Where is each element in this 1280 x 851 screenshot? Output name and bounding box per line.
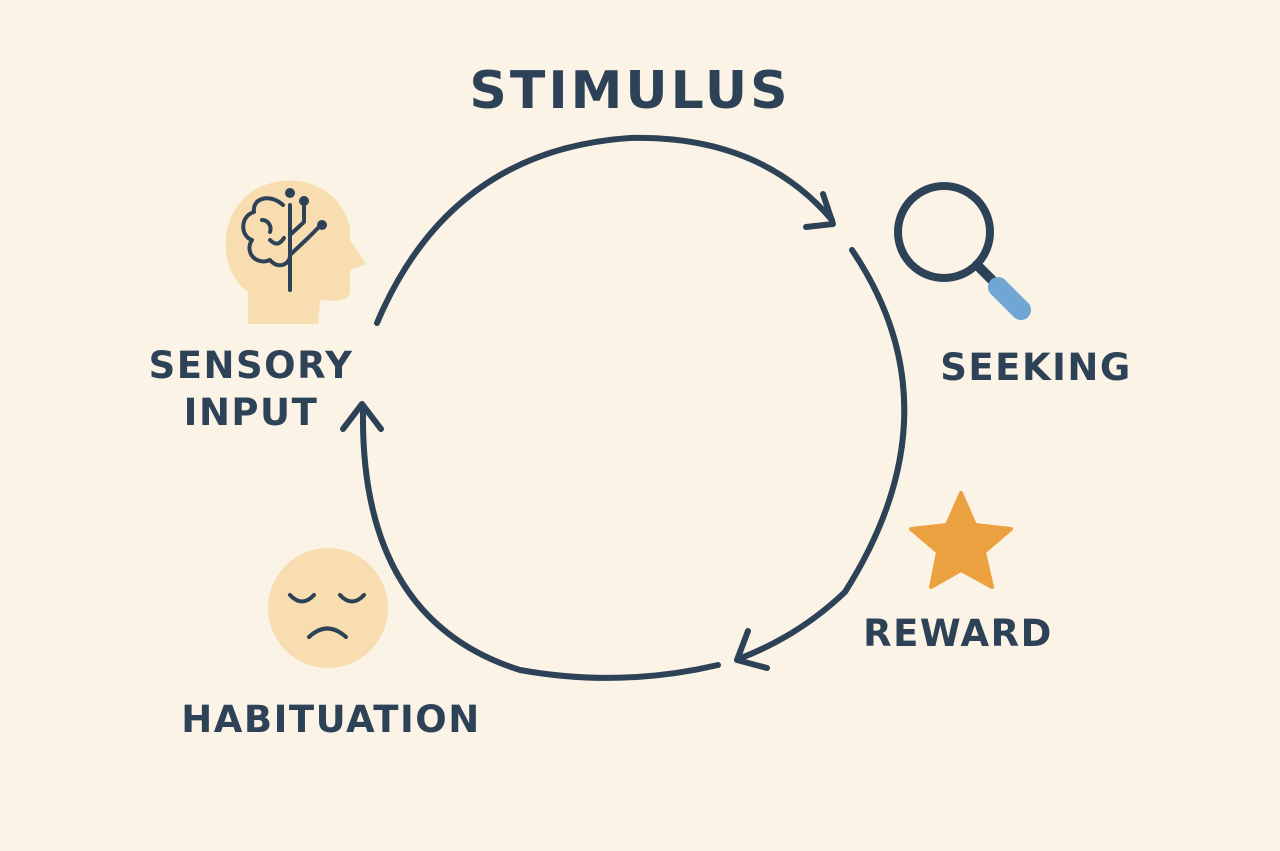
stage-label-habituation: HABITUATION <box>181 698 481 741</box>
arc-seeking-to-reward <box>738 247 908 661</box>
sad-face-icon <box>268 548 388 668</box>
stage-label-seeking: SEEKING <box>940 346 1132 389</box>
arc-reward-to-sensory <box>359 407 721 681</box>
stage-label-sensory-line1: SENSORY <box>148 344 354 387</box>
arrowhead-sensory <box>340 401 384 432</box>
arrowhead-seeking <box>803 191 836 230</box>
stage-label-reward: REWARD <box>863 612 1053 655</box>
head-brain-icon <box>225 180 366 324</box>
stage-label-sensory-line2: INPUT <box>183 391 319 435</box>
star-icon <box>909 491 1013 589</box>
diagram-title: STIMULUS <box>469 61 791 121</box>
stage-label-sensory-input: SENSORY INPUT <box>149 342 354 437</box>
arc-sensory-to-seeking <box>374 134 835 326</box>
magnifier-icon <box>894 182 1031 320</box>
arrowhead-reward <box>734 628 770 671</box>
